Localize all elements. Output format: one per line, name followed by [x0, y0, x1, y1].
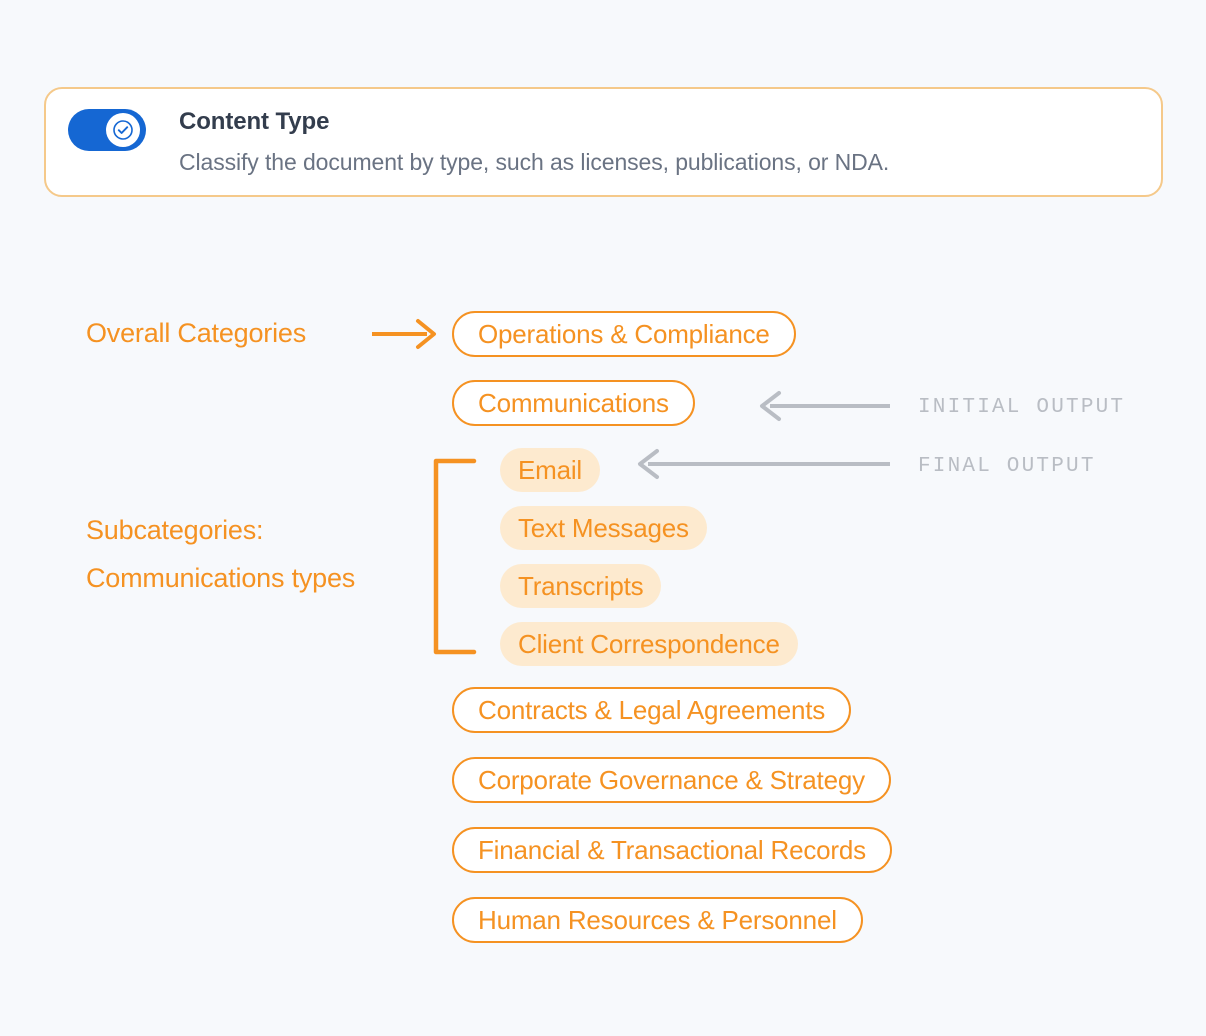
- subcategory-chip-text-messages[interactable]: Text Messages: [500, 506, 707, 550]
- label-initial-output: INITIAL OUTPUT: [918, 396, 1126, 419]
- label-overall-categories: Overall Categories: [86, 318, 306, 348]
- category-pill-operations-compliance[interactable]: Operations & Compliance: [452, 311, 796, 357]
- label-subcategories-line1: Subcategories:: [86, 515, 264, 545]
- label-final-output: FINAL OUTPUT: [918, 455, 1096, 478]
- card-text-block: Content Type Classify the document by ty…: [179, 107, 889, 177]
- subcategory-chip-email[interactable]: Email: [500, 448, 601, 492]
- category-pill-communications[interactable]: Communications: [452, 380, 695, 426]
- check-icon: [113, 120, 133, 140]
- category-pill-corporate-governance-strategy[interactable]: Corporate Governance & Strategy: [452, 757, 891, 803]
- subcategory-chip-client-correspondence[interactable]: Client Correspondence: [500, 622, 798, 666]
- subcategories-bracket: [433, 458, 477, 655]
- overall-categories-arrow: [372, 319, 436, 349]
- final-output-arrow: [638, 449, 890, 479]
- content-type-card: Content Type Classify the document by ty…: [44, 87, 1163, 197]
- card-description: Classify the document by type, such as l…: [179, 149, 890, 175]
- content-type-toggle[interactable]: [68, 109, 146, 151]
- category-pill-financial-transactional-records[interactable]: Financial & Transactional Records: [452, 827, 892, 873]
- toggle-knob: [106, 113, 140, 147]
- card-title: Content Type: [179, 108, 330, 135]
- label-subcategories-line2: Communications types: [86, 563, 356, 593]
- subcategory-chip-transcripts[interactable]: Transcripts: [500, 564, 662, 608]
- category-pill-human-resources-personnel[interactable]: Human Resources & Personnel: [452, 897, 863, 943]
- initial-output-arrow: [760, 391, 890, 421]
- category-pill-contracts-legal-agreements[interactable]: Contracts & Legal Agreements: [452, 687, 852, 733]
